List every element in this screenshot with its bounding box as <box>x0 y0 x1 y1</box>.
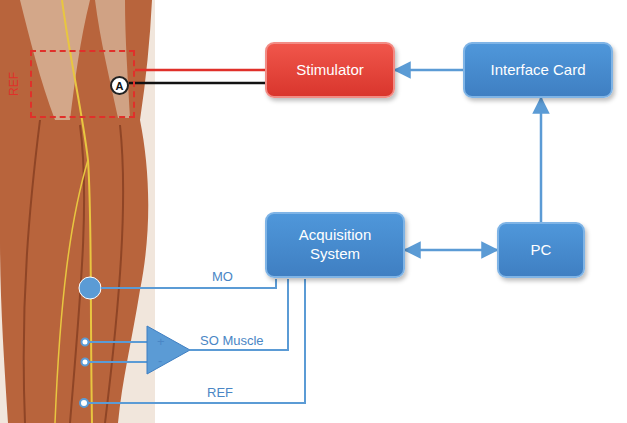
region-label: REF <box>7 72 21 96</box>
electrode-a: A <box>110 76 129 95</box>
mo-electrode <box>79 277 101 299</box>
so-wire <box>89 342 147 362</box>
nerve <box>62 0 92 423</box>
pc-box: PC <box>497 222 585 278</box>
connector <box>395 69 463 72</box>
connector <box>540 98 543 222</box>
leg-muscle <box>0 0 152 423</box>
connector <box>129 82 265 85</box>
pin-sign: - <box>156 354 164 367</box>
knee-tendon <box>95 0 130 118</box>
signal-name: REF <box>205 386 235 399</box>
skin-ground <box>0 0 155 423</box>
ref-electrode <box>80 399 88 407</box>
mo-wire <box>101 279 276 288</box>
ref-wire <box>88 279 305 403</box>
node-label: Interface Card <box>484 61 591 80</box>
node-label: PC <box>525 241 558 260</box>
connector <box>405 249 497 252</box>
node-label: Acquisition System <box>267 226 403 264</box>
muscle-line <box>24 120 40 423</box>
muscle-line <box>70 125 84 423</box>
connector <box>135 69 265 72</box>
stimulation-region: REFA <box>30 50 135 118</box>
node-label: A <box>116 80 124 92</box>
signal-name: MO <box>210 270 235 283</box>
pin-sign: + <box>155 335 167 348</box>
acquisition-box: Acquisition System <box>265 212 405 278</box>
muscle-line <box>105 125 123 423</box>
node-label: Stimulator <box>290 61 370 80</box>
amplifier-symbol <box>147 326 190 374</box>
stimulator-box: Stimulator <box>265 42 395 98</box>
so-electrode <box>82 339 89 346</box>
so-wire <box>190 279 288 350</box>
so-electrode <box>82 359 89 366</box>
interface-box: Interface Card <box>463 42 613 98</box>
signal-name: SO Muscle <box>198 334 266 347</box>
